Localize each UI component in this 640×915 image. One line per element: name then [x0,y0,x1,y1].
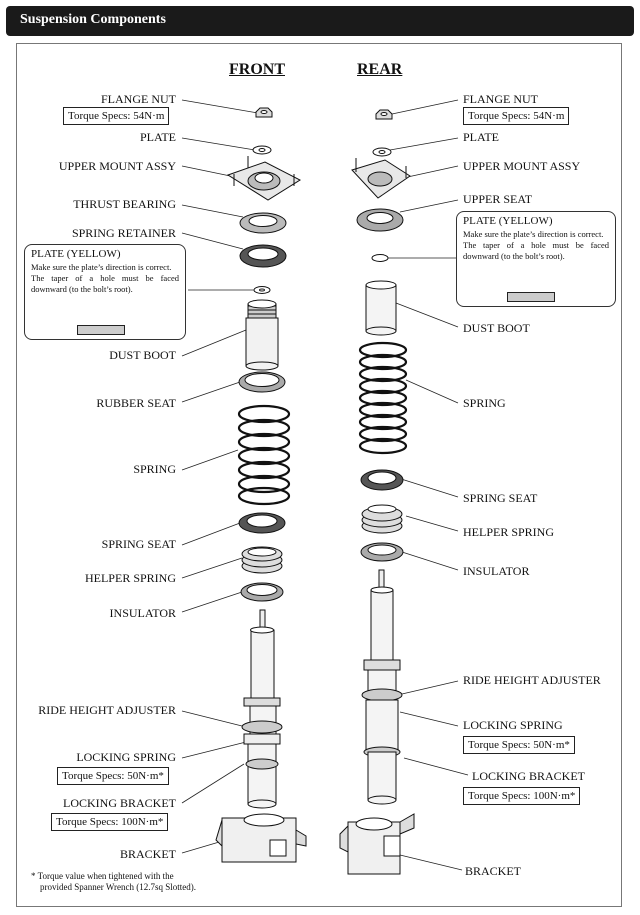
rear-flange-nut-label: FLANGE NUT [463,92,538,106]
front-plate-label: PLATE [140,130,176,144]
front-upper-mount-label: UPPER MOUNT ASSY [58,159,176,173]
rear-upper-mount-label: UPPER MOUNT ASSY [463,159,581,173]
front-insulator-label: INSULATOR [109,606,176,620]
section-header: Suspension Components [6,6,634,36]
front-locking-spring-label: LOCKING SPRING [76,750,176,764]
plate-cross-section-icon [77,325,125,335]
front-flange-nut-label: FLANGE NUT [101,92,176,106]
rear-plate-note-line1: Make sure the plate’s direction is corre… [463,229,604,239]
front-plate-note-line1: Make sure the plate’s direction is corre… [31,262,172,272]
front-flange-nut-torque: Torque Specs: 54N·m [63,107,170,125]
front-rubber-seat-label: RUBBER SEAT [96,396,176,410]
front-spring-label: SPRING [133,462,176,476]
rear-locking-spring-torque: Torque Specs: 50N·m* [463,736,575,754]
plate-cross-section-icon [507,292,555,302]
front-locking-bracket-label: LOCKING BRACKET [63,796,176,810]
front-dust-boot-label: DUST BOOT [109,348,176,362]
rear-plate-note-title: PLATE (YELLOW) [463,215,553,227]
rear-bracket-label: BRACKET [465,864,522,878]
front-bracket-label: BRACKET [119,847,176,861]
rear-column-heading: REAR [357,61,403,78]
front-locking-spring-torque: Torque Specs: 50N·m* [57,767,169,785]
front-locking-bracket-torque: Torque Specs: 100N·m* [51,813,169,831]
front-spring-retainer-label: SPRING RETAINER [71,226,176,240]
rear-insulator-label: INSULATOR [463,564,530,578]
rear-plate-yellow-note: PLATE (YELLOW) Make sure the plate’s dir… [456,211,616,307]
front-spring-seat-label: SPRING SEAT [101,537,176,551]
rear-plate-note-line2: The taper of a hole must be faced downwa… [463,240,609,261]
rear-locking-bracket-torque: Torque Specs: 100N·m* [463,787,581,805]
front-ride-height-adjuster-label: RIDE HEIGHT ADJUSTER [38,703,176,717]
rear-flange-nut-torque: Torque Specs: 54N·m [463,107,570,125]
front-thrust-bearing-label: THRUST BEARING [73,197,176,211]
section-title: Suspension Components [20,12,166,27]
rear-locking-bracket-label: LOCKING BRACKET [472,769,585,783]
footnote-line1: * Torque value when tightened with the [31,871,174,881]
front-plate-yellow-note: PLATE (YELLOW) Make sure the plate’s dir… [24,244,186,340]
front-helper-spring-label: HELPER SPRING [84,571,176,585]
rear-spring-label: SPRING [463,396,506,410]
diagram-frame [16,43,622,907]
rear-spring-seat-label: SPRING SEAT [463,491,538,505]
front-column-heading: FRONT [229,61,285,78]
rear-plate-label: PLATE [463,130,499,144]
rear-locking-spring-label: LOCKING SPRING [463,718,563,732]
rear-dust-boot-label: DUST BOOT [463,321,530,335]
rear-upper-seat-label: UPPER SEAT [463,192,533,206]
rear-ride-height-adjuster-label: RIDE HEIGHT ADJUSTER [463,673,601,687]
rear-helper-spring-label: HELPER SPRING [463,525,555,539]
front-plate-note-title: PLATE (YELLOW) [31,248,121,260]
front-plate-note-line2: The taper of a hole must be faced downwa… [31,273,179,294]
footnote-line2: provided Spanner Wrench (12.7sq Slotted)… [40,882,196,892]
